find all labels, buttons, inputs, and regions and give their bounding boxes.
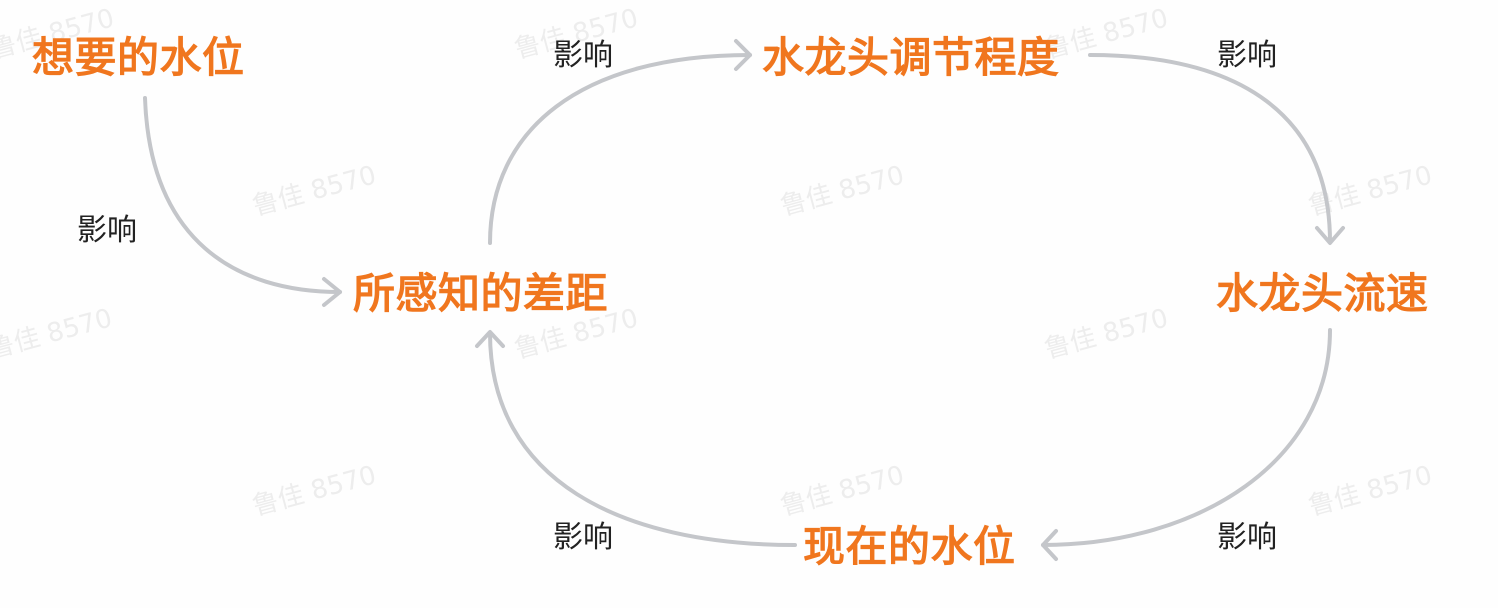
arrowhead-current-to-gap [475,330,505,348]
arrowhead-desired-to-gap [322,277,342,307]
node-perceived-gap: 所感知的差距 [353,269,609,318]
edge-label-desired-to-gap: 影响 [77,213,137,248]
edge-label-flow-to-current: 影响 [1217,520,1277,555]
arrow-desired-to-gap [143,96,342,294]
edge-label-adjust-to-flow: 影响 [1217,38,1277,73]
edge-label-gap-to-adjust: 影响 [553,38,613,73]
edge-label-current-to-gap: 影响 [553,520,613,555]
arrowhead-adjust-to-flow [1315,226,1345,245]
arrow-current-to-gap [488,331,797,547]
node-faucet-flow: 水龙头流速 [1216,269,1429,318]
node-current-level: 现在的水位 [803,522,1016,571]
node-desired-level: 想要的水位 [32,33,245,82]
arrowhead-gap-to-adjust [734,39,752,71]
arrow-flow-to-current [1041,328,1332,547]
arrowhead-flow-to-current [1041,529,1058,561]
arrow-gap-to-adjust [488,53,752,245]
arrow-adjust-to-flow [1088,53,1332,244]
node-faucet-adjust: 水龙头调节程度 [762,33,1060,82]
